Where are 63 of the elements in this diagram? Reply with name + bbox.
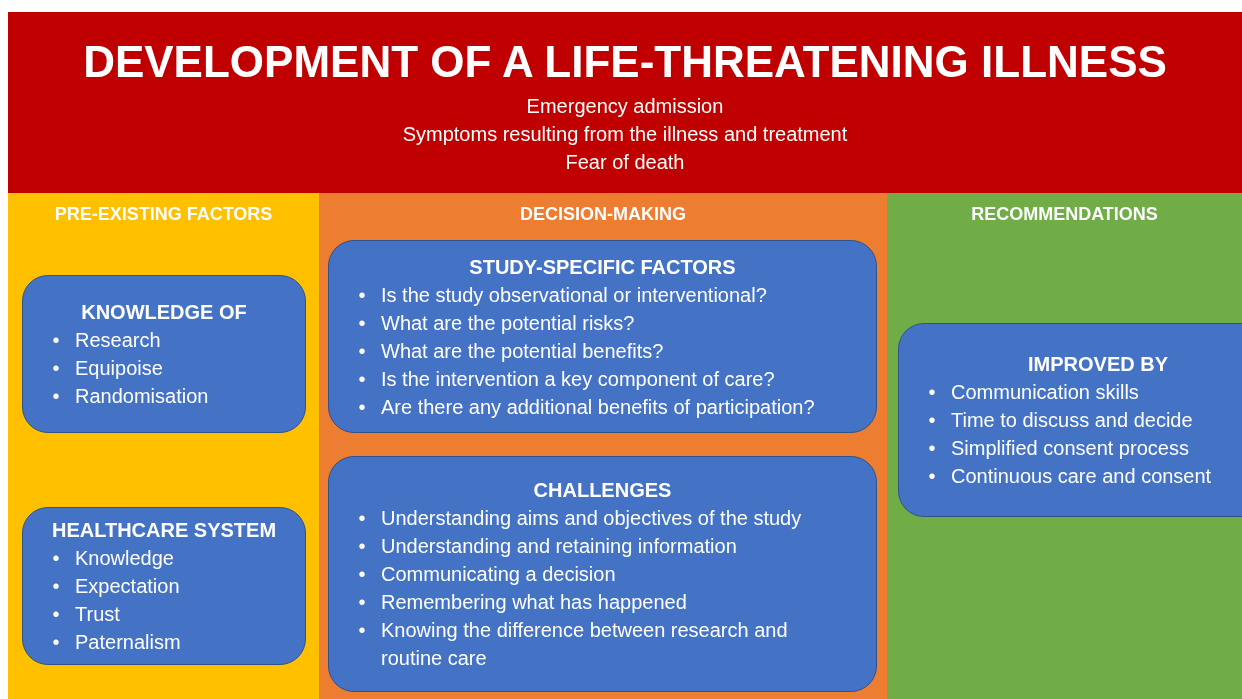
bullet-marker: • [51,546,61,571]
title-banner [8,12,1242,193]
bullet-marker: • [927,380,937,405]
bullet-marker: • [927,436,937,461]
bullet-marker: • [51,602,61,627]
rounded-box [898,323,1242,517]
column-heading: PRE-EXISTING FACTORS [53,203,274,226]
bullet-item: Knowledge [74,546,175,571]
bullet-item: Research [74,328,162,353]
bullet-marker: • [51,356,61,381]
bullet-marker: • [357,366,367,392]
bullet-marker: • [357,590,367,615]
bullet-marker: • [51,630,61,655]
bullet-item: Knowing the difference between research and routine care [380,618,789,671]
bullet-item: Equipoise [74,356,164,381]
bullet-item: Expectation [74,574,181,599]
bullet-item: Communication skills [950,380,1140,405]
bullet-marker: • [357,506,367,531]
bullet-item: Randomisation [74,384,210,409]
bullet-item: Understanding aims and objectives of the study [380,506,803,531]
bullet-item: Understanding and retaining information [380,534,738,559]
bullet-item: Are there any additional benefits of participation? [380,394,816,420]
bullet-item: Paternalism [74,630,182,655]
bullet-marker: • [357,534,367,559]
rounded-box [22,507,306,665]
bullet-item: Time to discuss and decide [950,408,1194,433]
box-heading: IMPROVED BY [1027,352,1169,377]
bullet-marker: • [357,338,367,364]
column-panel [887,193,1242,699]
bullet-marker: • [927,464,937,489]
bullet-item: Trust [74,602,121,627]
bullet-marker: • [357,310,367,336]
bullet-marker: • [51,328,61,353]
column-heading: DECISION-MAKING [519,203,687,226]
rounded-box [328,240,877,433]
bullet-marker: • [357,394,367,420]
rounded-box [22,275,306,433]
bullet-item: Communicating a decision [380,562,617,587]
bullet-item: Continuous care and consent [950,464,1213,489]
bullet-item: Simplified consent process [950,436,1190,461]
bullet-item: Remembering what has happened [380,590,688,615]
subtitle-line: Emergency admission [526,94,724,119]
column-panel [319,193,887,699]
bullet-marker: • [51,384,61,409]
bullet-item: What are the potential risks? [380,310,636,336]
subtitle-line: Symptoms resulting from the illness and treatment [402,122,848,147]
bullet-marker: • [357,562,367,587]
bullet-marker: • [357,618,367,643]
subtitle-line: Fear of death [565,150,685,175]
bullet-item: Is the study observational or interventional? [380,282,768,308]
box-heading: STUDY-SPECIFIC FACTORS [468,254,737,280]
box-heading: KNOWLEDGE OF [80,300,248,325]
title: DEVELOPMENT OF A LIFE-THREATENING ILLNESS [83,36,1167,88]
bullet-item: What are the potential benefits? [380,338,665,364]
box-heading: HEALTHCARE SYSTEM [50,518,278,543]
bullet-marker: • [927,408,937,433]
column-panel [8,193,319,699]
rounded-box [328,456,877,692]
bullet-item: Is the intervention a key component of care? [380,366,776,392]
box-heading: CHALLENGES [532,478,673,503]
bullet-marker: • [357,282,367,308]
column-heading: RECOMMENDATIONS [970,203,1159,226]
bullet-marker: • [51,574,61,599]
